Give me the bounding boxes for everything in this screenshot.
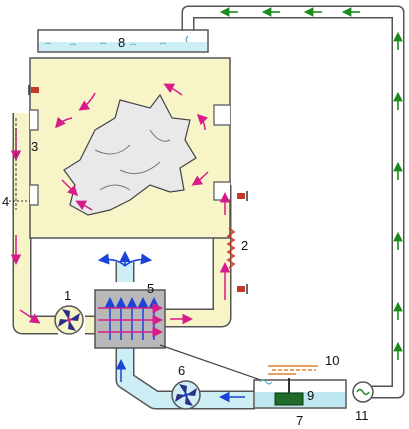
temperature-sensor-right-mid bbox=[237, 191, 248, 201]
label-5: 5 bbox=[147, 281, 154, 296]
temperature-sensor-top-left bbox=[28, 85, 39, 95]
label-10: 10 bbox=[325, 353, 339, 368]
air-flow-arrows-drum bbox=[55, 83, 209, 211]
label-3: 3 bbox=[31, 139, 38, 154]
label-2: 2 bbox=[241, 238, 248, 253]
label-1: 1 bbox=[64, 288, 71, 303]
drain-line bbox=[159, 344, 276, 386]
filter-9 bbox=[274, 378, 304, 406]
water-container-8 bbox=[37, 29, 209, 53]
heater-coil-icon bbox=[226, 227, 236, 269]
pump-icon bbox=[352, 381, 374, 403]
temperature-sensor-right-low bbox=[237, 284, 248, 294]
label-4: 4 bbox=[2, 194, 9, 209]
level-sensor-10 bbox=[268, 365, 318, 375]
label-6: 6 bbox=[178, 363, 185, 378]
water-flow-arrows-pipe bbox=[115, 359, 245, 403]
label-11: 11 bbox=[355, 408, 369, 423]
fan-icon bbox=[171, 380, 201, 410]
water-out-arrows bbox=[97, 250, 153, 267]
fan-icon bbox=[54, 305, 84, 335]
heat-exchanger-5 bbox=[94, 289, 193, 349]
return-flow-arrows bbox=[219, 7, 403, 360]
label-9: 9 bbox=[307, 388, 314, 403]
return-water-pipe bbox=[181, 5, 405, 399]
label-7: 7 bbox=[296, 413, 303, 428]
label-8: 8 bbox=[118, 35, 125, 50]
